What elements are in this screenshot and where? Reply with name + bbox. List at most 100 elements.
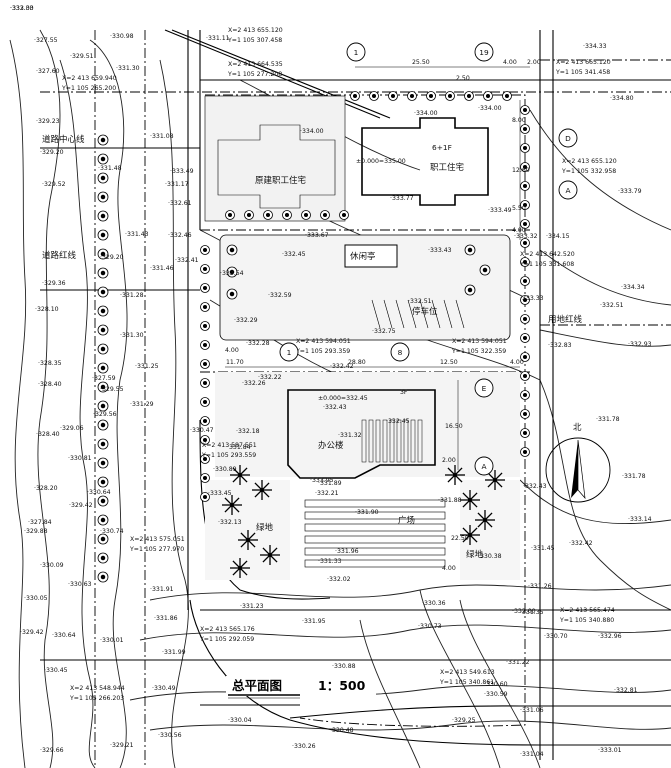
tree-icon xyxy=(520,219,530,229)
tree-icon xyxy=(263,210,273,220)
spot-level: ·330.73 xyxy=(418,623,442,630)
tree-icon xyxy=(520,371,530,381)
office-stair-stripe xyxy=(417,419,423,463)
tree-icon xyxy=(339,210,349,220)
tree-icon xyxy=(97,381,109,393)
spot-level: ·331.46 xyxy=(150,265,174,272)
tree-icon xyxy=(520,447,530,457)
tree-icon xyxy=(407,91,417,101)
tree-icon xyxy=(225,210,235,220)
dimension-value: 11.70 xyxy=(226,359,244,366)
spot-level: ·331.26 xyxy=(528,583,552,590)
spot-level: ·330.04 xyxy=(228,717,252,724)
palm-tree-icon xyxy=(230,558,250,578)
spot-level: ·333.67 xyxy=(305,232,329,239)
palm-tree-icon xyxy=(460,525,480,545)
palm-tree-icon xyxy=(230,465,250,485)
tree-icon xyxy=(388,91,398,101)
spot-level: ·329.42 xyxy=(20,629,44,636)
site-areas xyxy=(204,95,520,580)
tree-icon xyxy=(200,321,210,331)
spot-level: ·327.60 xyxy=(36,68,60,75)
svg-text:19: 19 xyxy=(479,48,489,57)
tree-icon xyxy=(97,267,109,279)
dimension-value: 4.00 xyxy=(442,565,456,572)
tree-icon xyxy=(97,533,109,545)
spot-level: ·331.28 xyxy=(120,292,144,299)
parking-stall xyxy=(371,299,381,329)
spot-level: ·333.43 xyxy=(428,247,452,254)
tree-icon xyxy=(97,362,109,374)
tree-icon xyxy=(226,266,238,278)
spot-level: ·330.09 xyxy=(40,562,64,569)
office-stair-stripe xyxy=(361,419,367,463)
palm-tree-icon xyxy=(475,510,495,530)
spot-level: ·332.22 xyxy=(258,374,282,381)
tree-icon xyxy=(200,302,210,312)
spot-level: ·332.46 xyxy=(168,232,192,239)
spot-level: ·332.45 xyxy=(386,418,410,425)
tree-icon xyxy=(200,264,210,274)
spot-level: ·331.06 xyxy=(520,707,544,714)
spot-level: ·331.25 xyxy=(135,363,159,370)
spot-level: ·330.48 xyxy=(330,727,354,734)
spot-level: ·333.77 xyxy=(390,195,414,202)
dimension-value: 8.00 xyxy=(512,117,526,124)
green-label-2: 绿地 xyxy=(466,549,484,560)
plaza-step xyxy=(304,547,446,556)
palm-tree-icon xyxy=(252,480,272,500)
spot-level: ·328.40 xyxy=(38,381,62,388)
palm-tree-icon xyxy=(445,465,465,485)
staff-housing-floors: 6+1F xyxy=(432,143,452,152)
spot-level: ·331.78 xyxy=(622,473,646,480)
spot-level: ·332.18 xyxy=(236,428,260,435)
spot-level: ·333.79 xyxy=(618,188,642,195)
dimension-value: 4.00 xyxy=(510,359,524,366)
coordinate-y: Y=1 105 332.958 xyxy=(561,168,616,175)
svg-text:A: A xyxy=(481,462,486,471)
tree-icon xyxy=(520,409,530,419)
spot-level: ·334.33 xyxy=(583,43,607,50)
spot-level: ·327.59 xyxy=(92,375,116,382)
spot-level: ·330.64 xyxy=(52,632,76,639)
tree-icon xyxy=(520,257,530,267)
spot-level: ·331.11 xyxy=(206,35,230,42)
axis-marker: 19 xyxy=(474,42,494,62)
axis-marker: A xyxy=(474,456,494,476)
spot-level: ·332.42 xyxy=(569,540,593,547)
tree-icon xyxy=(520,390,530,400)
tree-icon xyxy=(97,343,109,355)
parking-label: 停车位 xyxy=(412,306,438,317)
spot-level: ·331.08 xyxy=(150,133,174,140)
spot-level: ·330.70 xyxy=(544,633,568,640)
spot-level: ·330.47 xyxy=(190,427,214,434)
tree-icon xyxy=(320,210,330,220)
tree-icon xyxy=(244,210,254,220)
spot-level: ·330.63 xyxy=(68,581,92,588)
dimension-value: 28.80 xyxy=(348,359,366,366)
spot-level: ·334.80 xyxy=(610,95,634,102)
axis-marker: E xyxy=(474,378,494,398)
spot-level: ·332.75 xyxy=(372,328,396,335)
axis-marker: D xyxy=(558,128,578,148)
spot-level: ·332.96 xyxy=(598,633,622,640)
spot-level: ·331.99 xyxy=(162,649,186,656)
drawing-title: 总平面图 1：500 xyxy=(226,676,376,699)
spot-level: ·331.96 xyxy=(335,548,359,555)
svg-text:1: 1 xyxy=(354,48,359,57)
pavilion-block: 休闲亭 xyxy=(344,244,398,268)
spot-level: ·332.00 xyxy=(10,5,34,12)
spot-level: ·330.74 xyxy=(100,528,124,535)
north-arrow: 北 xyxy=(545,423,611,503)
tree-icon xyxy=(350,91,360,101)
parking-stall xyxy=(395,299,405,329)
spot-level: ·332.45 xyxy=(282,251,306,258)
tree-icon xyxy=(282,210,292,220)
svg-text:8: 8 xyxy=(398,348,403,357)
spot-level: ·333.14 xyxy=(628,516,652,523)
plaza-step xyxy=(304,499,446,508)
tree-icon xyxy=(97,419,109,431)
spot-level: ·331.45 xyxy=(531,545,555,552)
